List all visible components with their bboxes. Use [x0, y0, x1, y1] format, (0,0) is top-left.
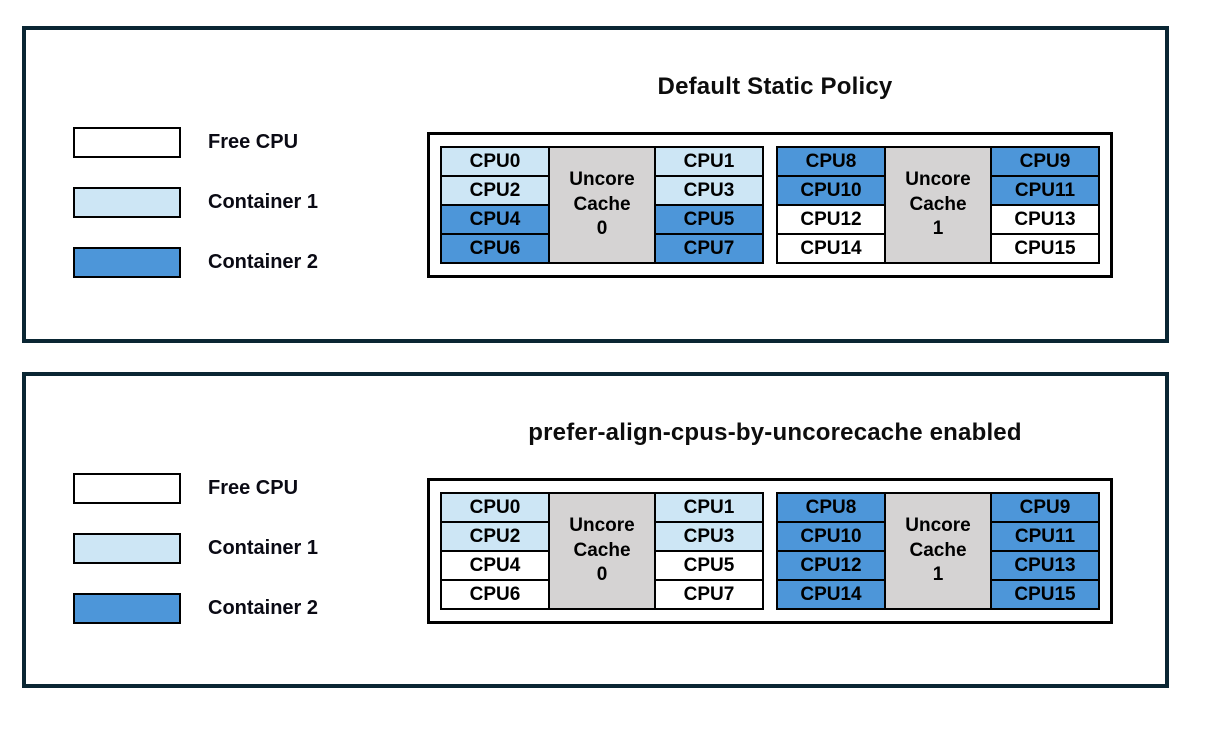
uncore-cache-label: Uncore: [569, 168, 635, 190]
legend-swatch-container-1: [73, 533, 181, 564]
cpu-cell: CPU5: [654, 204, 764, 235]
cpu-topology-diagram: CPU0 CPU2 CPU4 CPU6 Uncore Cache 0 CPU1 …: [427, 132, 1113, 278]
cpu-cell: CPU10: [776, 175, 886, 206]
cpu-cell: CPU0: [440, 492, 550, 523]
legend-label: Container 2: [208, 251, 319, 273]
cpu-cell: CPU15: [990, 579, 1100, 610]
legend-swatch-free-cpu: [73, 473, 181, 504]
cpu-column: CPU9 CPU11 CPU13 CPU15: [990, 492, 1100, 610]
uncore-cache-1-box: Uncore Cache 1: [884, 492, 992, 610]
cpu-cell: CPU14: [776, 233, 886, 264]
uncore-cache-1-box: Uncore Cache 1: [884, 146, 992, 264]
legend-item-container-1: Container 1: [73, 533, 318, 564]
panel-prefer-align-uncorecache: prefer-align-cpus-by-uncorecache enabled…: [22, 372, 1169, 688]
cpu-cell: CPU13: [990, 550, 1100, 581]
uncore-cache-0-group: CPU0 CPU2 CPU4 CPU6 Uncore Cache 0 CPU1 …: [440, 146, 764, 264]
legend-label: Container 2: [208, 597, 319, 619]
panel-default-static-policy: Default Static Policy Free CPU Container…: [22, 26, 1169, 343]
cpu-cell: CPU9: [990, 146, 1100, 177]
legend: Free CPU Container 1 Container 2: [73, 473, 318, 653]
uncore-cache-label: 1: [932, 564, 944, 586]
cpu-column: CPU8 CPU10 CPU12 CPU14: [776, 492, 886, 610]
cpu-cell: CPU13: [990, 204, 1100, 235]
uncore-cache-label: Uncore: [905, 168, 971, 190]
legend-label: Container 1: [208, 191, 319, 213]
uncore-cache-0-group: CPU0 CPU2 CPU4 CPU6 Uncore Cache 0 CPU1 …: [440, 492, 764, 610]
uncore-cache-label: Cache: [909, 539, 967, 561]
cpu-cell: CPU14: [776, 579, 886, 610]
cpu-cell: CPU3: [654, 175, 764, 206]
cpu-cell: CPU6: [440, 233, 550, 264]
legend-label: Free CPU: [208, 131, 299, 153]
cpu-cell: CPU1: [654, 146, 764, 177]
legend-label: Container 1: [208, 537, 319, 559]
cpu-cell: CPU15: [990, 233, 1100, 264]
uncore-cache-1-group: CPU8 CPU10 CPU12 CPU14 Uncore Cache 1 CP…: [776, 146, 1100, 264]
cpu-cell: CPU9: [990, 492, 1100, 523]
cpu-cell: CPU10: [776, 521, 886, 552]
legend-swatch-container-1: [73, 187, 181, 218]
cpu-cell: CPU12: [776, 204, 886, 235]
uncore-cache-label: Uncore: [569, 514, 635, 536]
cpu-column: CPU0 CPU2 CPU4 CPU6: [440, 146, 550, 264]
cpu-cell: CPU8: [776, 492, 886, 523]
legend-item-container-2: Container 2: [73, 247, 318, 278]
cpu-cell: CPU11: [990, 175, 1100, 206]
cpu-column: CPU8 CPU10 CPU12 CPU14: [776, 146, 886, 264]
legend-swatch-container-2: [73, 593, 181, 624]
cpu-cell: CPU4: [440, 550, 550, 581]
cpu-cell: CPU7: [654, 579, 764, 610]
uncore-cache-label: Cache: [573, 193, 631, 215]
page-title: Default Static Policy: [657, 73, 893, 100]
cpu-cell: CPU2: [440, 521, 550, 552]
cpu-cell: CPU0: [440, 146, 550, 177]
uncore-cache-1-group: CPU8 CPU10 CPU12 CPU14 Uncore Cache 1 CP…: [776, 492, 1100, 610]
cpu-column: CPU0 CPU2 CPU4 CPU6: [440, 492, 550, 610]
legend: Free CPU Container 1 Container 2: [73, 127, 318, 307]
cpu-cell: CPU6: [440, 579, 550, 610]
cpu-column: CPU1 CPU3 CPU5 CPU7: [654, 492, 764, 610]
page-title: prefer-align-cpus-by-uncorecache enabled: [528, 419, 1022, 446]
legend-label: Free CPU: [208, 477, 299, 499]
legend-swatch-container-2: [73, 247, 181, 278]
uncore-cache-0-box: Uncore Cache 0: [548, 146, 656, 264]
uncore-cache-label: Cache: [573, 539, 631, 561]
cpu-cell: CPU3: [654, 521, 764, 552]
cpu-column: CPU1 CPU3 CPU5 CPU7: [654, 146, 764, 264]
cpu-cell: CPU8: [776, 146, 886, 177]
legend-swatch-free-cpu: [73, 127, 181, 158]
uncore-cache-label: Uncore: [905, 514, 971, 536]
cpu-column: CPU9 CPU11 CPU13 CPU15: [990, 146, 1100, 264]
uncore-cache-label: 0: [596, 218, 608, 240]
cpu-topology-diagram: CPU0 CPU2 CPU4 CPU6 Uncore Cache 0 CPU1 …: [427, 478, 1113, 624]
uncore-cache-label: 0: [596, 564, 608, 586]
legend-item-free-cpu: Free CPU: [73, 473, 318, 504]
cpu-cell: CPU7: [654, 233, 764, 264]
uncore-cache-label: Cache: [909, 193, 967, 215]
uncore-cache-label: 1: [932, 218, 944, 240]
cpu-cell: CPU4: [440, 204, 550, 235]
cpu-cell: CPU12: [776, 550, 886, 581]
cpu-cell: CPU2: [440, 175, 550, 206]
legend-item-container-1: Container 1: [73, 187, 318, 218]
cpu-cell: CPU1: [654, 492, 764, 523]
cpu-cell: CPU5: [654, 550, 764, 581]
legend-item-free-cpu: Free CPU: [73, 127, 318, 158]
uncore-cache-0-box: Uncore Cache 0: [548, 492, 656, 610]
legend-item-container-2: Container 2: [73, 593, 318, 624]
cpu-cell: CPU11: [990, 521, 1100, 552]
